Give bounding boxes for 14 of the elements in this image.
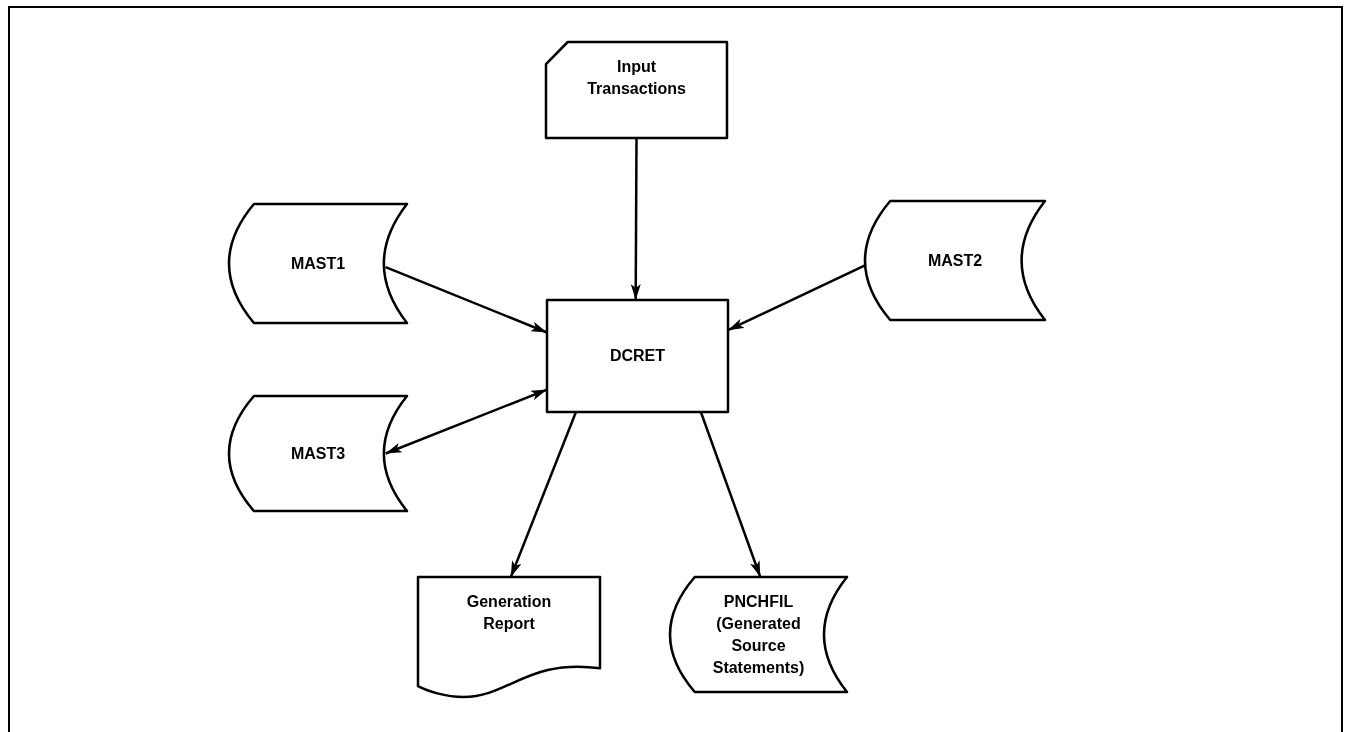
node-label: MAST1 <box>290 253 346 274</box>
arrow <box>385 388 548 455</box>
node-label: MAST3 <box>290 443 346 464</box>
node-label: (Generated Source Statements) <box>711 613 806 678</box>
node-label: PNCHFIL <box>723 591 794 612</box>
node-label: Input Transactions <box>586 57 687 99</box>
node-label: MAST2 <box>927 250 983 271</box>
arrow <box>630 138 641 300</box>
node-label: Generation Report <box>465 592 553 634</box>
node-label: DCRET <box>609 346 666 366</box>
arrow <box>385 265 548 334</box>
arrow <box>727 264 866 332</box>
arrow <box>699 411 762 578</box>
arrow <box>509 411 578 578</box>
